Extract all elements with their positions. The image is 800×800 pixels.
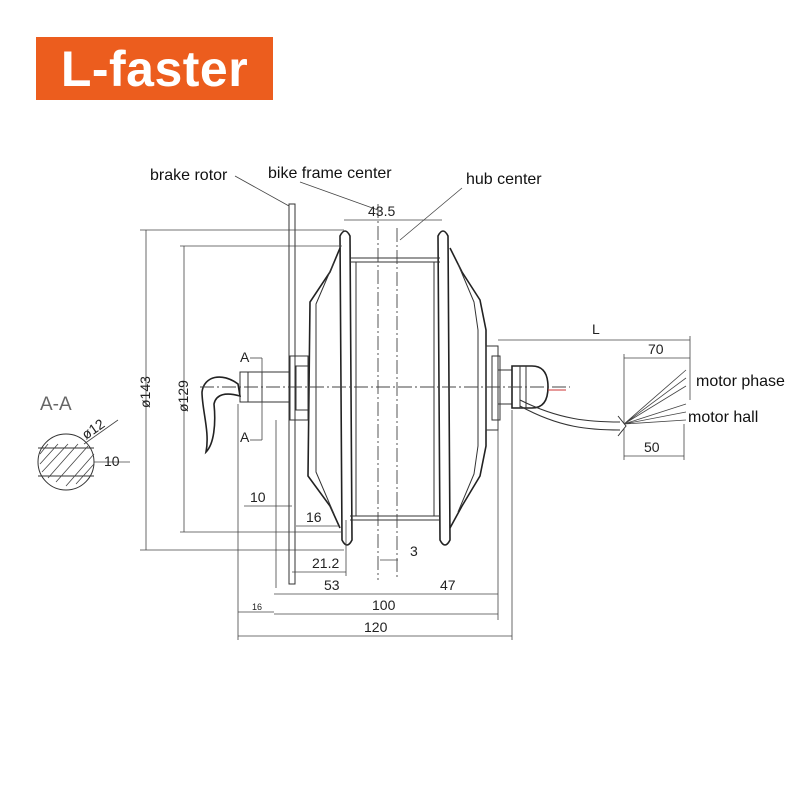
motor-hall-label: motor hall xyxy=(688,409,758,426)
brand-logo: L-faster xyxy=(36,37,273,100)
dim-50: 50 xyxy=(644,439,660,455)
section-label: A-A xyxy=(40,394,72,415)
brake-rotor-label: brake rotor xyxy=(150,167,228,184)
dim-120: 120 xyxy=(364,619,388,635)
dim-53: 53 xyxy=(324,577,340,593)
dim-3: 3 xyxy=(410,543,418,559)
dim-100: 100 xyxy=(372,597,396,613)
brake-rotor-plate xyxy=(234,175,296,585)
dim-dia-143: ø143 xyxy=(137,376,153,408)
dim-dia-12: ø12 xyxy=(79,415,108,442)
cut-a-top: A xyxy=(240,349,250,365)
motor-body xyxy=(201,230,687,546)
dim-43-5: 43.5 xyxy=(368,203,395,219)
dimension-lines: 43.5 ø143 ø129 A A 10 16 21.2 3 xyxy=(137,203,691,640)
dim-dia-129: ø129 xyxy=(175,380,191,412)
dim-10: 10 xyxy=(250,489,266,505)
center-lines xyxy=(200,204,570,580)
hub-center-leader xyxy=(399,187,463,241)
motor-phase-label: motor phase xyxy=(696,373,785,390)
dim-21-2: 21.2 xyxy=(312,555,339,571)
dim-16-small: 16 xyxy=(252,602,262,612)
dim-16: 16 xyxy=(306,509,322,525)
dim-70: 70 xyxy=(648,341,664,357)
cut-a-bottom: A xyxy=(240,429,250,445)
dim-L: L xyxy=(592,321,600,337)
bike-frame-center-label: bike frame center xyxy=(268,165,392,182)
frame-center-leader xyxy=(299,181,379,211)
dim-flat-10: 10 xyxy=(104,453,120,469)
hub-center-label: hub center xyxy=(466,171,542,188)
dim-47: 47 xyxy=(440,577,456,593)
section-a-a: A-A ø12 10 xyxy=(37,394,130,491)
